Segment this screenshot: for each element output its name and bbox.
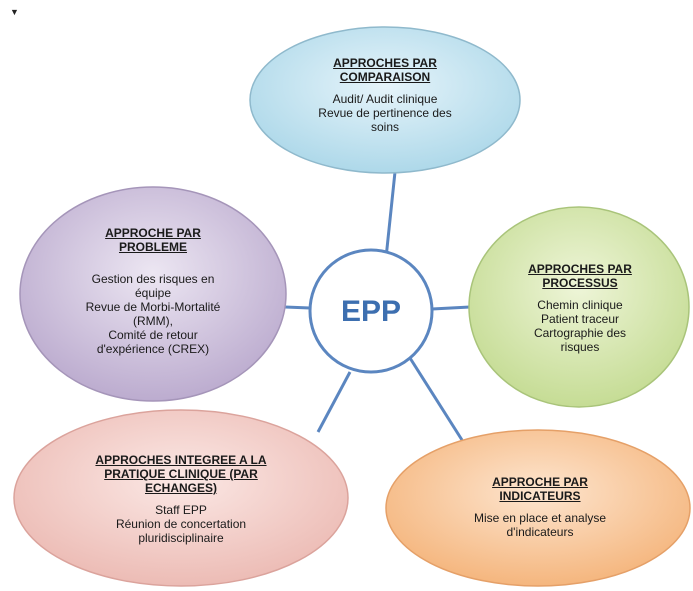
- node-probleme: APPROCHE PAR PROBLEME Gestion des risque…: [58, 213, 248, 368]
- center-circle: [308, 248, 434, 374]
- node-comparaison: APPROCHES PAR COMPARAISON Audit/ Audit c…: [290, 40, 480, 150]
- node-indicateurs-shape: [385, 429, 691, 587]
- node-indicateurs-title: APPROCHE PAR INDICATEURS: [492, 475, 588, 503]
- node-comparaison-items: Audit/ Audit clinique Revue de pertinenc…: [318, 92, 452, 134]
- node-echanges-items: Staff EPP Réunion de concertation plurid…: [115, 503, 247, 545]
- node-echanges-title: APPROCHES INTEGREE A LA PRATIQUE CLINIQU…: [95, 453, 267, 495]
- connectors: [284, 171, 471, 441]
- connector-comparaison: [384, 171, 397, 259]
- connector-indicateurs: [408, 357, 464, 441]
- node-processus: APPROCHES PAR PROCESSUS Chemin clinique …: [500, 245, 660, 370]
- node-comparaison-shape: [249, 26, 521, 174]
- center-label: EPP: [340, 295, 402, 328]
- node-indicateurs: APPROCHE PAR INDICATEURS Mise en place e…: [440, 462, 640, 552]
- node-echanges-shape: [13, 409, 349, 587]
- pin-icon: ▼: [10, 7, 19, 17]
- node-indicateurs-items: Mise en place et analyse d'indicateurs: [473, 511, 607, 539]
- node-probleme-shape: [19, 186, 287, 402]
- node-processus-items: Chemin clinique Patient traceur Cartogra…: [533, 297, 627, 354]
- node-probleme-title: APPROCHE PAR PROBLEME: [105, 225, 201, 254]
- connector-echanges: [316, 371, 352, 433]
- node-processus-title: APPROCHES PAR PROCESSUS: [528, 261, 632, 290]
- node-echanges: APPROCHES INTEGREE A LA PRATIQUE CLINIQU…: [61, 440, 301, 558]
- node-comparaison-title: APPROCHES PAR COMPARAISON: [333, 56, 437, 84]
- node-processus-shape: [468, 206, 690, 408]
- connector-processus: [431, 305, 471, 311]
- node-probleme-items: Gestion des risques en équipe Revue de M…: [85, 271, 221, 356]
- connector-probleme: [284, 305, 311, 310]
